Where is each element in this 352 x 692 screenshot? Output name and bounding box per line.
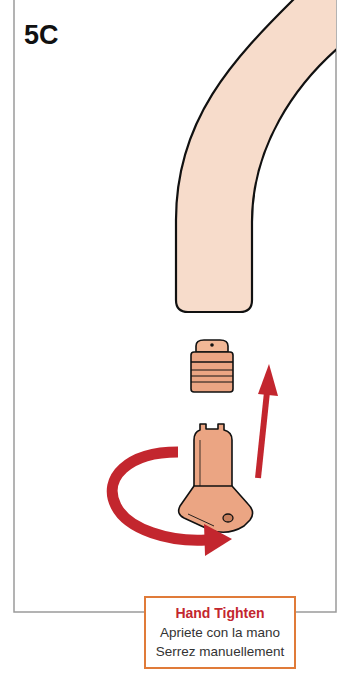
aerator	[191, 340, 233, 392]
instruction-box: Hand TightenApriete con la manoSerrez ma…	[144, 596, 296, 669]
rotate-arrow	[112, 452, 232, 556]
aerator-key	[179, 424, 253, 532]
step-number: 5C	[24, 20, 59, 51]
instruction-text: Apriete con la mano	[156, 623, 284, 642]
instruction-text: Serrez manuellement	[156, 642, 284, 661]
faucet-spout	[176, 0, 336, 312]
instruction-heading: Hand Tighten	[156, 604, 284, 623]
lift-arrow	[258, 364, 278, 478]
